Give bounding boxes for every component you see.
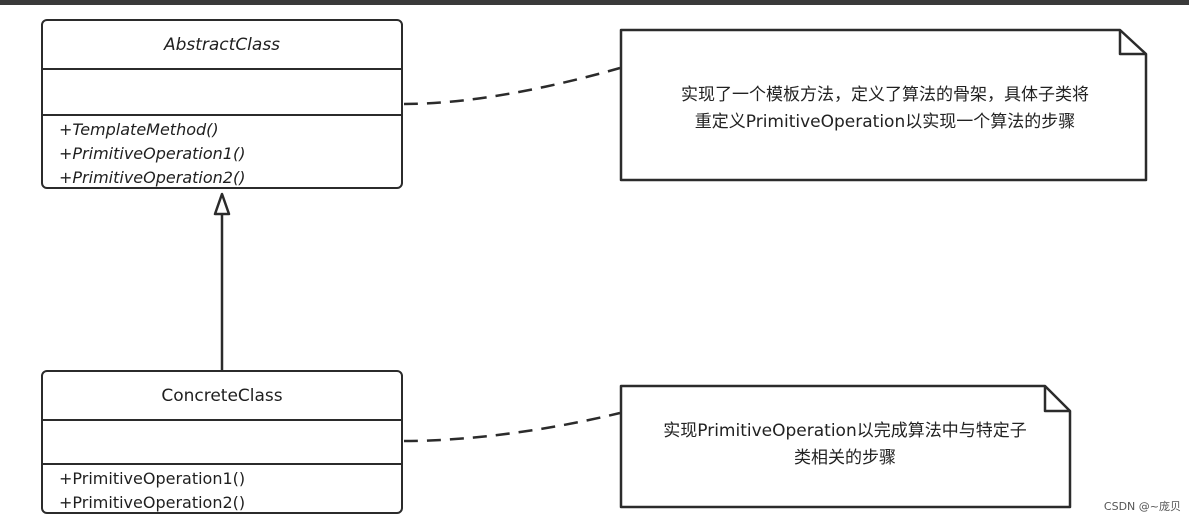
note1-line: 实现了一个模板方法，定义了算法的骨架，具体子类将: [681, 85, 1089, 105]
operation-primitive-1: +PrimitiveOperation1(): [59, 144, 246, 163]
note1-line: 重定义PrimitiveOperation以实现一个算法的步骤: [694, 112, 1076, 132]
operation-primitive-2: +PrimitiveOperation2(): [59, 168, 246, 187]
note1-shape: [619, 28, 1148, 182]
note2-shape: [619, 384, 1072, 509]
note2-line: 实现PrimitiveOperation以完成算法中与特定子: [663, 421, 1027, 441]
note2-connector: [403, 411, 621, 443]
note2-text: 实现PrimitiveOperation以完成算法中与特定子 类相关的步骤: [628, 418, 1062, 472]
operation-primitive-1: +PrimitiveOperation1(): [59, 469, 246, 488]
abstract-class-operations: +TemplateMethod() +PrimitiveOperation1()…: [43, 116, 401, 190]
inheritance-arrowhead: [213, 192, 231, 216]
top-bar: [0, 0, 1189, 5]
concrete-class-attributes: [43, 421, 401, 465]
note1-connector: [403, 66, 621, 106]
concrete-class-name: ConcreteClass: [43, 372, 401, 421]
note1-text: 实现了一个模板方法，定义了算法的骨架，具体子类将 重定义PrimitiveOpe…: [630, 82, 1140, 136]
abstract-class-name: AbstractClass: [43, 21, 401, 70]
concrete-class-box: ConcreteClass +PrimitiveOperation1() +Pr…: [41, 370, 403, 514]
operation-template-method: +TemplateMethod(): [59, 120, 219, 139]
watermark: CSDN @~庞贝: [1103, 500, 1181, 513]
note2-line: 类相关的步骤: [794, 448, 896, 468]
abstract-class-box: AbstractClass +TemplateMethod() +Primiti…: [41, 19, 403, 189]
abstract-class-attributes: [43, 70, 401, 116]
operation-primitive-2: +PrimitiveOperation2(): [59, 493, 246, 512]
concrete-class-operations: +PrimitiveOperation1() +PrimitiveOperati…: [43, 465, 401, 515]
